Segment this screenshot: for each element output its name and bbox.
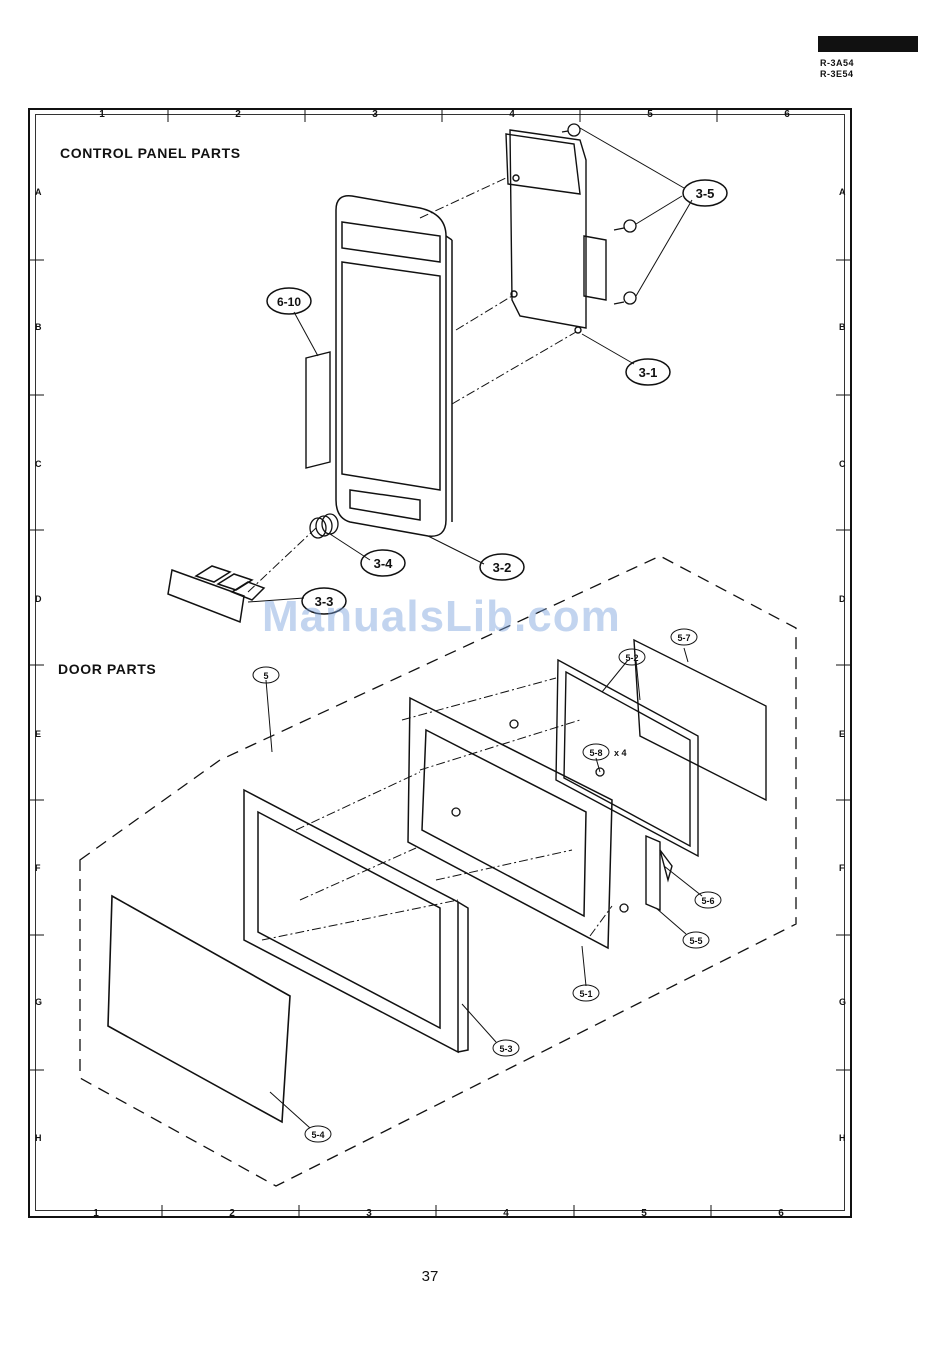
outer-door-glass	[108, 896, 290, 1122]
page-number: 37	[400, 1268, 460, 1285]
door-assembly-boundary	[80, 556, 796, 1186]
callout-3-2: 3-2	[493, 560, 512, 575]
screws-3-5	[562, 124, 636, 304]
callout-3-4: 3-4	[374, 556, 394, 571]
latch-head	[646, 836, 672, 910]
callout-5-3: 5-3	[499, 1044, 512, 1054]
door-frame	[244, 790, 468, 1052]
callout-5-5: 5-5	[689, 936, 702, 946]
control-unit-board	[506, 130, 606, 333]
callout-5-4: 5-4	[311, 1130, 324, 1140]
spring-3-4	[310, 514, 338, 538]
callout-5-2: 5-2	[625, 653, 638, 663]
callout-5-7: 5-7	[677, 633, 690, 643]
callout-5-1: 5-1	[579, 989, 592, 999]
door-panel	[408, 698, 612, 948]
door-open-button	[168, 566, 264, 622]
callout-6-10: 6-10	[277, 295, 301, 309]
callout-5: 5	[263, 671, 268, 681]
door-screen-frame	[556, 660, 698, 856]
callout-5-8: 5-8	[589, 748, 602, 758]
watermark: ManualsLib.com	[262, 592, 621, 642]
callout-5-6: 5-6	[701, 896, 714, 906]
assembly-lines	[248, 178, 612, 940]
control-panel-overlay-film	[306, 352, 330, 468]
control-panel-frame	[336, 196, 452, 536]
callout-ovals	[253, 180, 727, 1142]
callout-5-8-quantity: x 4	[614, 748, 627, 758]
callout-3-1: 3-1	[639, 365, 658, 380]
callout-3-5: 3-5	[696, 186, 715, 201]
